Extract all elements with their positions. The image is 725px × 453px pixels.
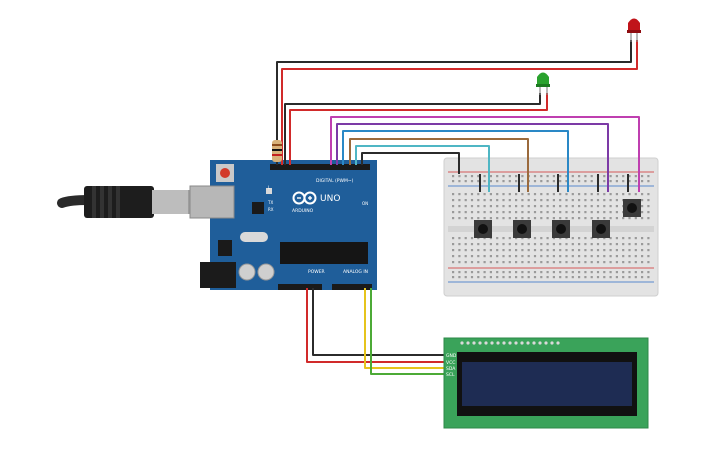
arduino-uno-board: UNO ARDUINO DIGITAL (PWM~) POWER ANALOG … [189,160,377,290]
lcd-module: GND VCC SDA SCL [443,337,649,429]
arduino-digital-label: DIGITAL (PWM~) [316,178,354,184]
wire-green-led-gnd [284,93,541,165]
wire-lcd-vcc [306,288,446,363]
push-button-3 [552,220,570,238]
lcd-pin-scl-label: SCL [446,372,455,378]
arduino-l-label: L [268,185,271,190]
wire-brown [349,138,529,192]
arduino-tx-label: TX [267,200,273,205]
arduino-power-label: POWER [308,269,325,275]
lcd-pin-vcc-label: VCC [446,360,455,366]
wire-lcd-scl [370,288,446,375]
breadboard [443,157,659,297]
wire-lcd-gnd [312,288,446,356]
lcd-pin-gnd-label: GND [446,353,457,359]
wire-purple [336,123,609,192]
push-button-4 [592,220,610,238]
wire-black-bb [361,152,460,174]
lcd-top-pins [460,341,560,345]
green-led [536,72,550,95]
arduino-on-label: ON [362,201,368,206]
wire-lcd-sda [364,288,446,369]
wire-red-led-gnd [276,40,632,165]
wire-teal [355,145,490,192]
push-button-1 [474,220,492,238]
arduino-rx-label: RX [268,207,274,212]
wires-bottom [306,288,446,375]
arduino-logo-icon [292,191,317,205]
arduino-uno-label: UNO [320,194,340,204]
breadboard-holes [452,175,650,279]
push-button-5 [623,199,641,217]
wires-top [276,40,640,192]
wire-magenta [330,116,640,192]
resistor [272,140,282,162]
lcd-pin-sda-label: SDA [446,366,456,372]
arduino-brand-label: ARDUINO [292,208,314,214]
red-led [627,18,641,42]
wire-red-led-signal [281,40,638,165]
arduino-analog-label: ANALOG IN [343,269,368,275]
push-button-2 [513,220,531,238]
wire-green-led-signal [289,93,548,165]
wire-blue [342,130,569,192]
